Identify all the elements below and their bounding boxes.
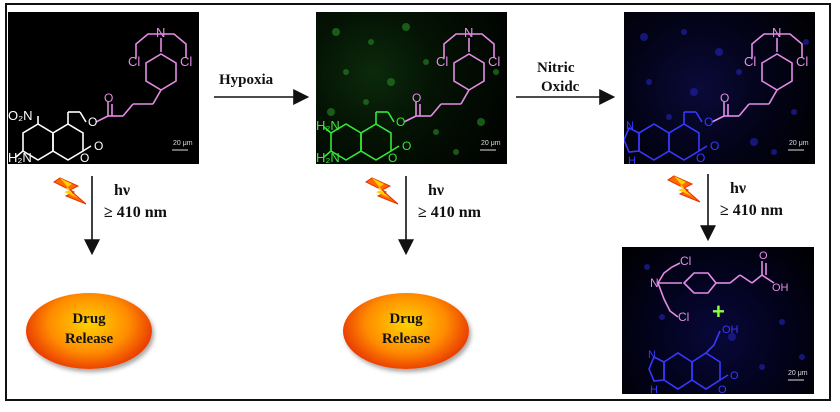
atom-cl-bottom: Cl: [678, 310, 689, 324]
scale-bar-label: 20 μm: [481, 140, 501, 147]
label-hv: hν: [428, 182, 445, 199]
atom-cl-left: Cl: [128, 54, 140, 69]
atom-o-ring: O: [696, 151, 705, 164]
label-release: Release: [381, 331, 431, 347]
atom-oh-acid: OH: [772, 282, 789, 294]
atom-o-carbonyl: O: [720, 91, 729, 105]
atom-n-amine: N: [772, 25, 781, 40]
atom-cl-left: Cl: [436, 54, 448, 69]
atom-n-amine: N: [156, 25, 165, 40]
atom-o-acid: O: [759, 250, 768, 262]
atom-cl-right: Cl: [180, 54, 192, 69]
scale-bar-label: 20 μm: [788, 370, 808, 377]
atom-o-ester: O: [88, 115, 97, 129]
panel-nitric-oxide-product: Cl Cl N O O N H O O 20 μm: [624, 12, 815, 164]
atom-o-ester: O: [704, 115, 713, 129]
atom-n-triazole: N: [626, 120, 634, 132]
lightning-icon-2: [365, 177, 399, 205]
atom-n-amine: N: [464, 25, 473, 40]
atom-o-lactone: O: [730, 370, 739, 382]
lightning-icon-3: [667, 175, 701, 203]
atom-o-ring: O: [80, 151, 89, 164]
label-wavelength: ≥ 410 nm: [104, 204, 168, 221]
atom-oh-alcohol: OH: [722, 324, 739, 336]
label-oxide: Oxidc: [541, 79, 580, 95]
figure-frame: [5, 3, 831, 401]
scale-bar-label: 20 μm: [789, 140, 809, 147]
atom-h2n: H₂N: [8, 150, 32, 164]
label-drug: Drug: [72, 311, 106, 327]
atom-h2n-bottom: H₂N: [316, 150, 340, 164]
atom-o-lactone: O: [710, 139, 719, 153]
label-hypoxia: Hypoxia: [219, 72, 274, 88]
atom-h-triazole: H: [650, 384, 658, 394]
atom-o-ring: O: [388, 151, 397, 164]
drug-release-badge-2: Drug Release: [343, 293, 469, 369]
atom-o-lactone: O: [402, 139, 411, 153]
atom-h-triazole: H: [628, 155, 636, 164]
atom-o-ring: O: [718, 384, 727, 394]
atom-o-carbonyl: O: [104, 91, 113, 105]
lightning-icon-1: [53, 177, 87, 205]
molecule-triazole-coumarin: Cl Cl N O O N H O O: [624, 25, 809, 164]
drug-release-badge-1: Drug Release: [26, 293, 152, 369]
label-hv: hν: [114, 182, 131, 199]
atom-h2n-top: H₂N: [316, 118, 340, 133]
molecule-caged-compound: Cl Cl N O O O₂N H₂N O O: [8, 25, 192, 164]
atom-n-amine: N: [650, 276, 659, 290]
molecule-amino-coumarin: Cl Cl N O O H₂N H₂N O O: [316, 23, 500, 164]
atom-cl-right: Cl: [488, 54, 500, 69]
label-drug: Drug: [389, 311, 423, 327]
panel-caged-compound: Cl Cl N O O O₂N H₂N O O 20 μm: [8, 12, 199, 164]
molecule-released-products: Cl N Cl O OH + OH N H O O: [644, 250, 805, 394]
panel-hypoxia-product: Cl Cl N O O H₂N H₂N O O 20 μm: [316, 12, 507, 164]
atom-cl-right: Cl: [796, 54, 808, 69]
label-hv: hν: [730, 180, 747, 197]
label-nitric: Nitric: [537, 60, 575, 76]
atom-cl-left: Cl: [744, 54, 756, 69]
atom-o-ester: O: [396, 115, 405, 129]
label-release: Release: [64, 331, 114, 347]
label-wavelength: ≥ 410 nm: [418, 204, 482, 221]
atom-n-triazole: N: [648, 349, 656, 361]
label-wavelength: ≥ 410 nm: [720, 202, 784, 219]
panel-photolysis-products: Cl N Cl O OH + OH N H O O 20 μm: [622, 247, 814, 394]
light-condition-1: hν ≥ 410 nm: [104, 180, 167, 224]
plus-sign: +: [712, 299, 725, 324]
atom-cl-top: Cl: [680, 254, 691, 268]
scale-bar-label: 20 μm: [173, 140, 193, 147]
light-condition-2: hν ≥ 410 nm: [418, 180, 481, 224]
light-condition-3: hν ≥ 410 nm: [720, 178, 783, 222]
atom-o-lactone: O: [94, 139, 103, 153]
atom-o2n: O₂N: [8, 108, 33, 123]
atom-o-carbonyl: O: [412, 91, 421, 105]
